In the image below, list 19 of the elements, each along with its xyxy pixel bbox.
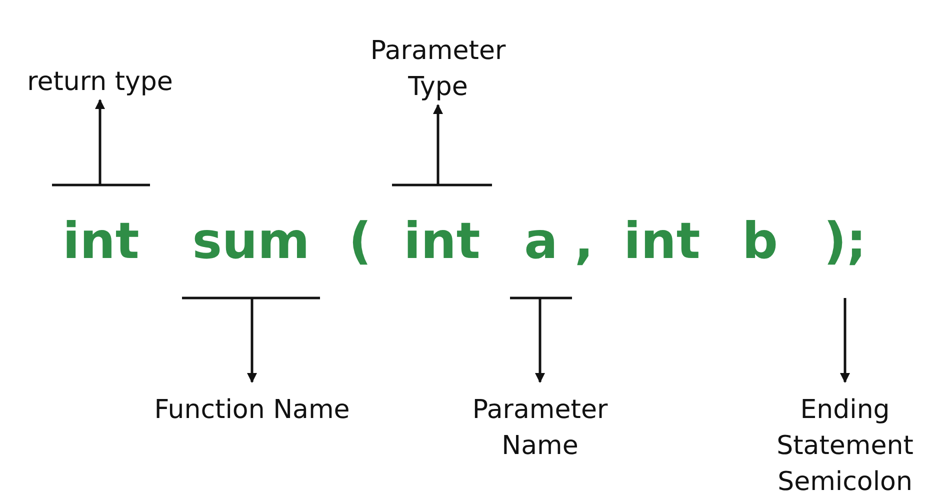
code-token: (	[348, 211, 372, 272]
annotation-label: Parameter Name	[440, 382, 640, 472]
code-token: a	[510, 185, 572, 298]
code-token: b	[741, 211, 779, 272]
code-token: int	[622, 211, 702, 272]
annotation-label: Parameter Type	[338, 10, 538, 105]
leader-line	[390, 104, 494, 186]
code-token: sum	[182, 185, 320, 298]
code-token: int	[392, 185, 492, 298]
leader-line	[180, 296, 322, 384]
code-token: int	[52, 185, 150, 298]
leader-line	[50, 98, 152, 186]
annotation-label: return type	[0, 40, 200, 100]
leader-line	[840, 298, 850, 383]
code-token: ,	[574, 211, 594, 272]
code-token: );	[805, 185, 885, 298]
annotation-label: Function Name	[152, 382, 352, 472]
annotation-label: Ending Statement Semicolon	[745, 382, 937, 502]
leader-line	[508, 296, 574, 384]
